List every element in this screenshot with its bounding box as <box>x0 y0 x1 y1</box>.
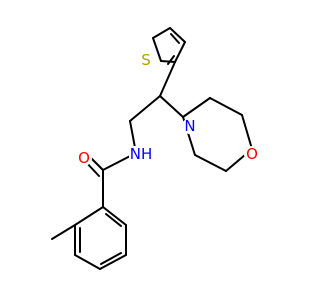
atom-background-layer <box>76 52 260 166</box>
bond <box>159 61 176 97</box>
bond <box>99 254 127 270</box>
bond <box>74 254 101 270</box>
morpholine-n-label-background <box>182 118 198 134</box>
bond <box>51 224 76 240</box>
atom-s-label: S <box>141 51 151 69</box>
bond <box>74 206 104 226</box>
bond <box>160 60 176 63</box>
bond <box>167 55 175 65</box>
bond <box>100 252 122 265</box>
amide-nh-label-background <box>129 146 154 162</box>
bond <box>182 97 211 118</box>
carbonyl-o-label-background <box>76 150 92 166</box>
bond <box>174 41 186 63</box>
atom-morpholine-n-label: N <box>184 117 195 135</box>
bond <box>129 95 161 122</box>
atom-carbonyl-o-label: O <box>78 149 90 167</box>
s-label-background <box>138 52 154 68</box>
bond <box>152 27 171 39</box>
bond-layer <box>51 27 253 270</box>
atom-label-layer: S N O NH O <box>78 51 258 167</box>
bond <box>105 213 122 227</box>
bond <box>159 95 184 118</box>
bond <box>241 114 253 150</box>
bond <box>102 206 127 226</box>
morpholine-o-label-background <box>244 146 260 162</box>
bond <box>152 37 162 62</box>
bond <box>209 97 243 116</box>
bond <box>169 27 186 43</box>
atom-amide-nh-label: NH <box>130 145 153 163</box>
molecule-structure: S N O NH O <box>51 27 260 270</box>
atom-morpholine-o-label: O <box>246 145 258 163</box>
bond <box>170 33 180 44</box>
bond <box>194 154 227 172</box>
